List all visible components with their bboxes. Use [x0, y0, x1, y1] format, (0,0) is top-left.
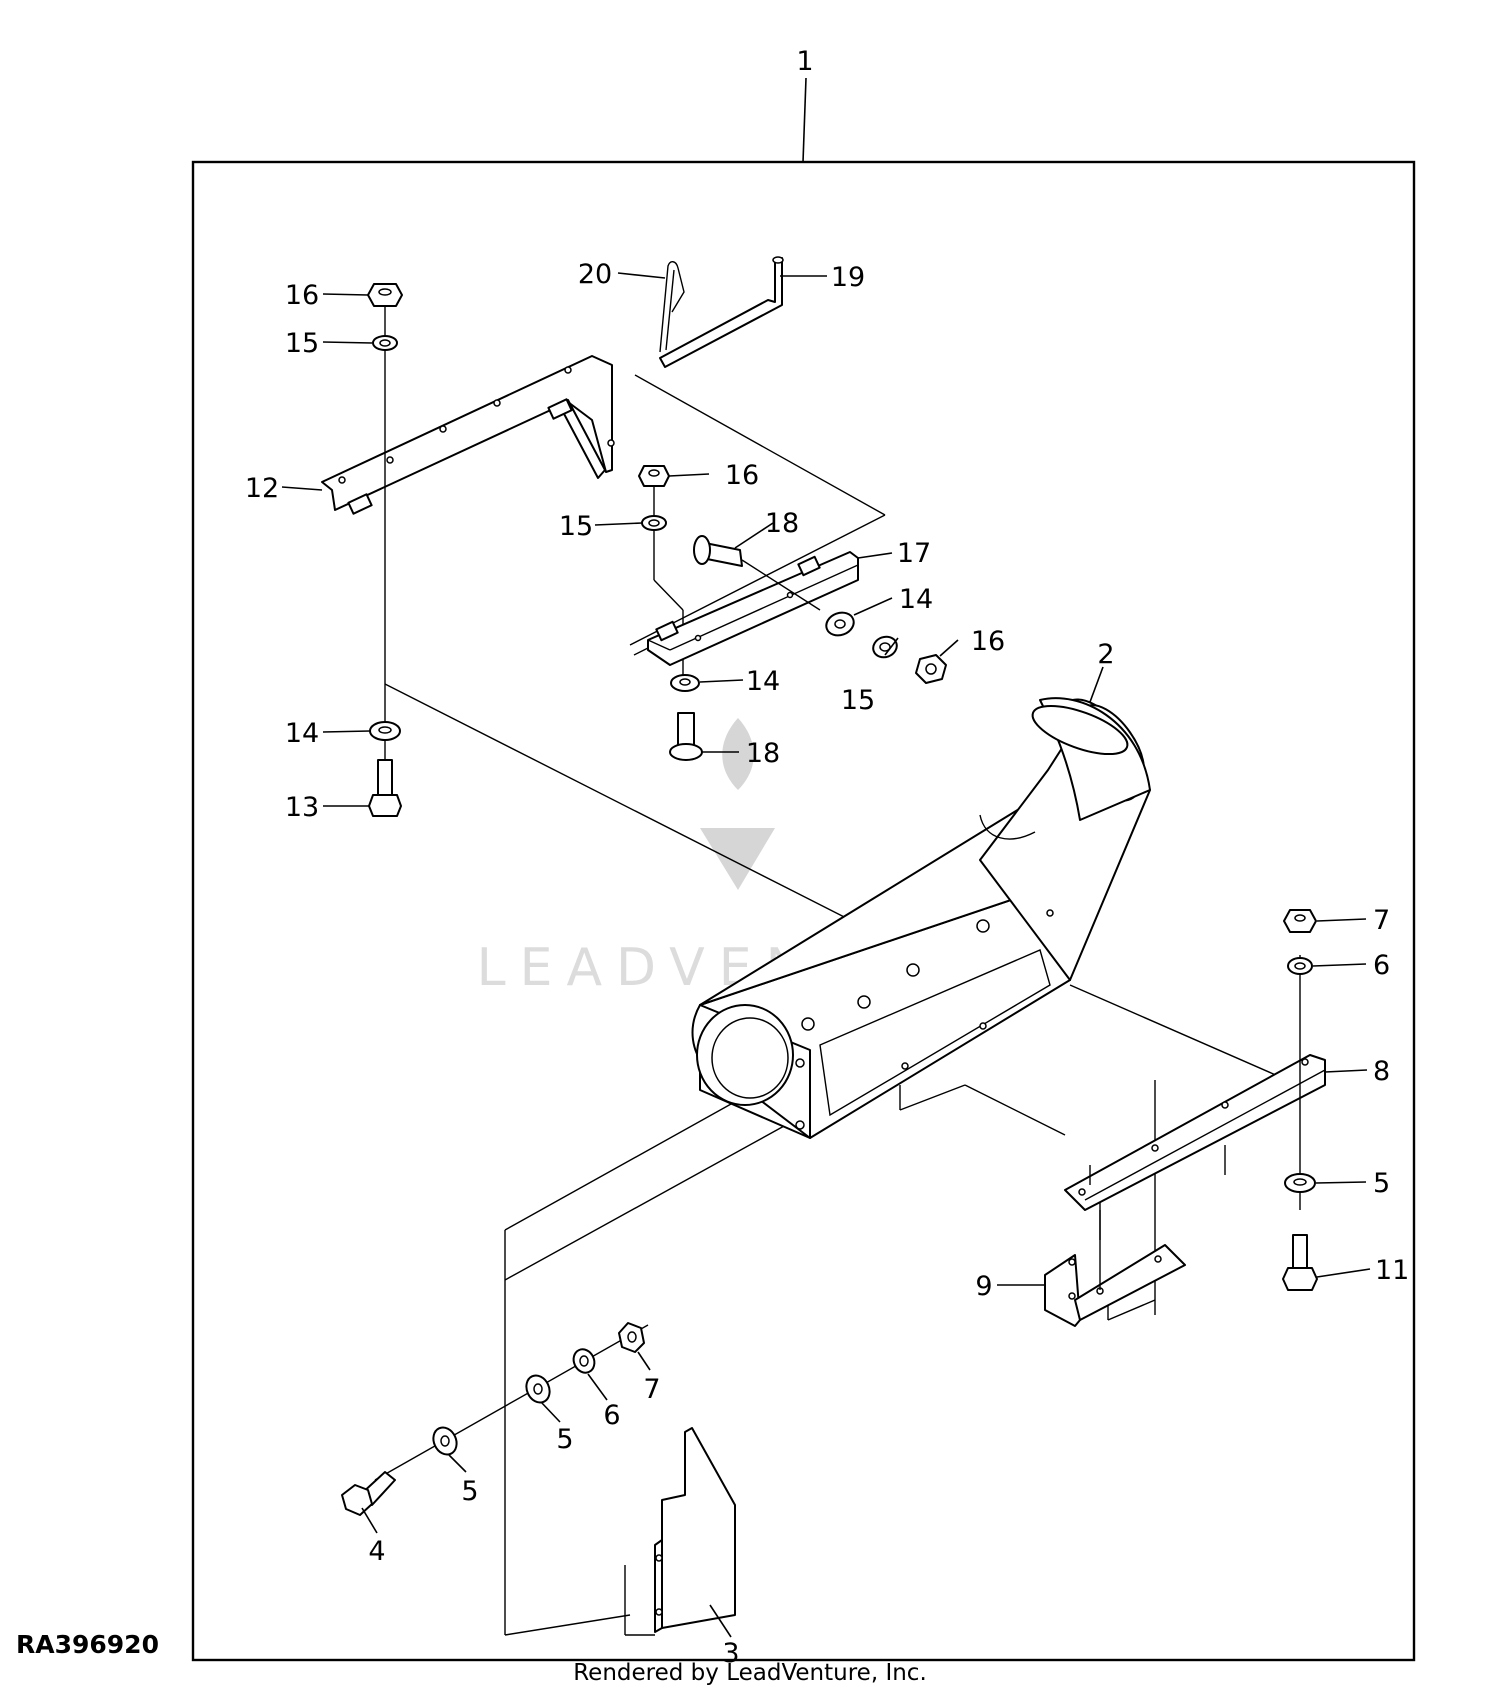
part-6-lockwasher-lower: [572, 1348, 596, 1374]
callout-leaders: [281, 272, 1371, 1638]
callout-16-left: 16: [285, 280, 319, 311]
callout-18-upper: 18: [765, 508, 799, 539]
callout-7-right: 7: [1373, 905, 1390, 936]
part-20-hairpin: [659, 261, 685, 353]
part-2-spout: [691, 697, 1151, 1139]
part-11-bolt-right: [1282, 1234, 1318, 1291]
part-7-nut-right: [1283, 909, 1317, 933]
part-8-bracket: [1064, 1054, 1326, 1211]
callout-15-middle: 15: [559, 511, 593, 542]
part-13-bolt-left: [368, 759, 402, 817]
callout-14-left: 14: [285, 718, 319, 749]
part-17-bracket: [633, 551, 859, 666]
render-credit: Rendered by LeadVenture, Inc.: [573, 1660, 927, 1686]
part-15-lockwasher-left: [372, 335, 398, 351]
callout-5-lower-2: 5: [556, 1424, 573, 1455]
part-14-washer-middle: [670, 674, 700, 692]
part-5-washer-lower-2: [525, 1374, 551, 1404]
part-15-lockwasher-middle-right: [872, 635, 898, 659]
callout-5-lower-1: 5: [461, 1476, 478, 1507]
callout-18-lower: 18: [746, 738, 780, 769]
callout-1: 1: [796, 46, 813, 77]
callout-12: 12: [245, 473, 279, 504]
callout-14-middle-right: 14: [899, 584, 933, 615]
part-5-washer-right: [1284, 1173, 1316, 1193]
callout-16-middle-right: 16: [971, 626, 1005, 657]
part-12-bracket: [321, 355, 615, 515]
part-16-nut-middle: [638, 465, 670, 487]
callout-17: 17: [897, 538, 931, 569]
part-14-washer-middle-right: [825, 611, 855, 637]
part-15-lockwasher-middle: [641, 515, 667, 531]
callout-3: 3: [722, 1638, 739, 1669]
callout-15-left: 15: [285, 328, 319, 359]
callout-5-right: 5: [1373, 1168, 1390, 1199]
assembly-frame: [191, 160, 1416, 1662]
assembly-guide-lines: [384, 374, 1311, 1636]
callout-6-lower: 6: [603, 1400, 620, 1431]
callout-13: 13: [285, 792, 319, 823]
part-18-bolt-lower: [669, 712, 703, 761]
part-7-nut-lower: [618, 1322, 645, 1353]
part-3-deflector: [624, 1427, 736, 1636]
drawing-id: RA396920: [16, 1630, 159, 1659]
callout-9: 9: [975, 1271, 992, 1302]
callout-14-middle: 14: [746, 666, 780, 697]
part-6-lockwasher-right: [1287, 957, 1313, 975]
part-16-nut-left: [367, 283, 403, 307]
callout-2: 2: [1097, 639, 1114, 670]
part-19-rod: [659, 256, 784, 368]
callout-8: 8: [1373, 1056, 1390, 1087]
callout-labels: 1 16 15 12 14 13 20 19 16 15 18 17 14 16…: [245, 46, 1410, 1669]
part-9-bracket: [1044, 1210, 1186, 1327]
part-5-washer-lower-1: [432, 1426, 458, 1456]
callout-11: 11: [1375, 1255, 1409, 1286]
part-16-nut-middle-right: [915, 654, 947, 684]
callout-20: 20: [578, 259, 612, 290]
callout-4: 4: [368, 1536, 385, 1567]
callout-7-lower: 7: [643, 1374, 660, 1405]
part-14-washer-left: [369, 721, 401, 741]
part-4-bolt: [341, 1471, 396, 1516]
part-18-bolt-upper: [693, 535, 821, 611]
callout-15-middle-right: 15: [841, 685, 875, 716]
callout-6-right: 6: [1373, 950, 1390, 981]
callout-19: 19: [831, 262, 865, 293]
callout-16-middle: 16: [725, 460, 759, 491]
